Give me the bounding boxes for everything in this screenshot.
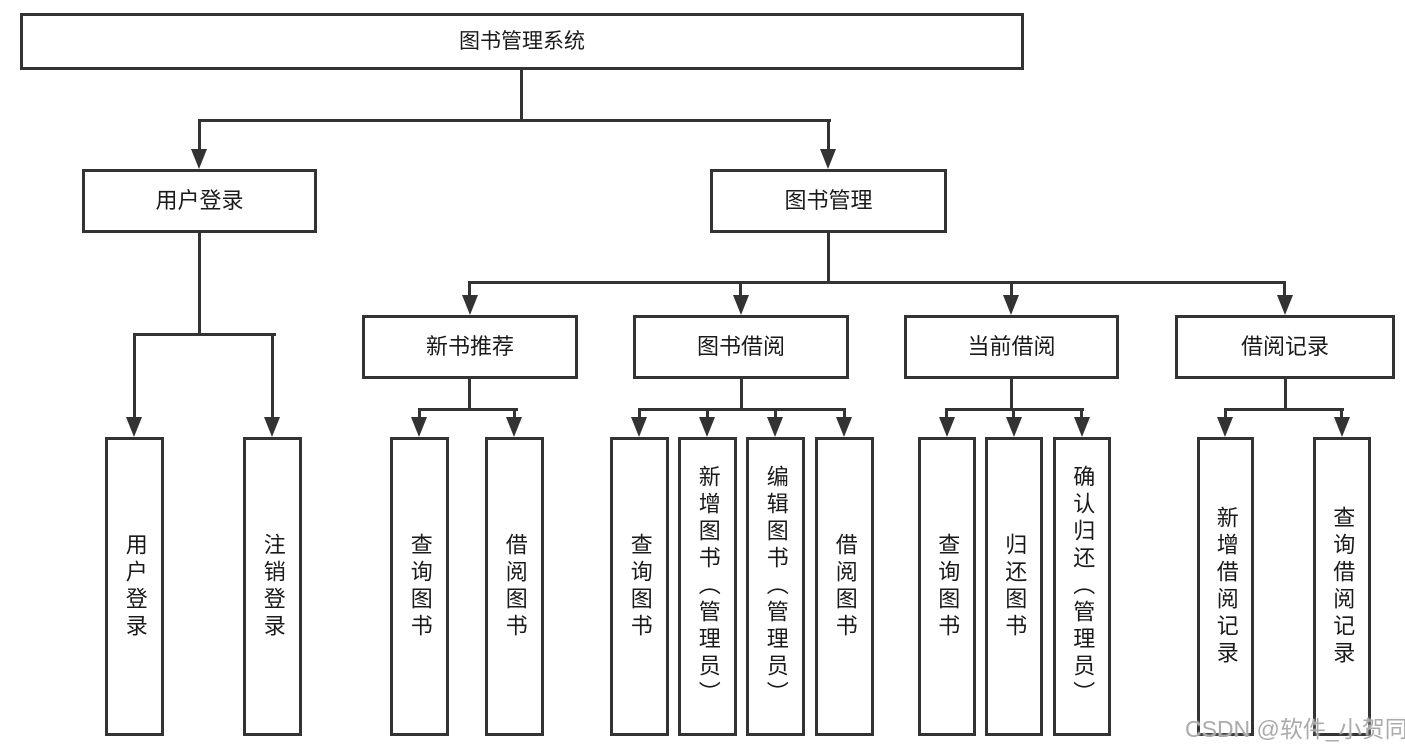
arrow-down-icon xyxy=(1003,295,1019,315)
connector-records-vline xyxy=(1284,377,1287,411)
leaf-label: 编辑图书（管理员） xyxy=(763,465,789,708)
connector-records-hline xyxy=(1224,408,1344,411)
connector-stem xyxy=(827,119,830,150)
arrow-down-icon xyxy=(264,417,280,437)
node-book-borrow: 图书借阅 xyxy=(633,315,849,379)
connector-userlogin-hline xyxy=(133,333,276,336)
arrow-down-icon xyxy=(699,417,715,437)
node-label: 图书借阅 xyxy=(696,333,785,359)
node-label: 借阅记录 xyxy=(1240,333,1329,359)
connector-root-vline xyxy=(520,69,523,120)
connector-stem xyxy=(513,408,516,419)
arrow-down-icon xyxy=(1006,417,1022,437)
leaf-add-borrow-record: 新增借阅记录 xyxy=(1197,437,1254,736)
connector-stem xyxy=(468,281,471,297)
arrow-down-icon xyxy=(506,417,522,437)
leaf-label: 用户登录 xyxy=(122,532,148,641)
connector-stem xyxy=(1080,408,1083,419)
leaf-label: 查询图书 xyxy=(407,532,433,641)
connector-bookmgmt-hline xyxy=(468,281,1286,284)
leaf-query-borrow-record: 查询借阅记录 xyxy=(1313,437,1371,736)
leaf-user-login: 用户登录 xyxy=(105,437,164,736)
leaf-query-books-1: 查询图书 xyxy=(390,437,449,736)
connector-userlogin-vline xyxy=(198,231,201,335)
node-book-management: 图书管理 xyxy=(710,169,947,233)
connector-borrow-hline xyxy=(638,408,846,411)
leaf-label: 注销登录 xyxy=(260,532,286,641)
arrow-down-icon xyxy=(411,417,427,437)
connector-stem xyxy=(133,333,136,417)
arrow-down-icon xyxy=(939,417,955,437)
leaf-label: 归还图书 xyxy=(1002,532,1028,641)
connector-stem xyxy=(638,408,641,419)
arrow-down-icon xyxy=(836,417,852,437)
leaf-query-books-2: 查询图书 xyxy=(610,437,669,736)
arrow-down-icon xyxy=(767,417,783,437)
connector-stem xyxy=(945,408,948,419)
leaf-borrow-books-2: 借阅图书 xyxy=(815,437,874,736)
connector-stem xyxy=(706,408,709,419)
leaf-label: 确认归还（管理员） xyxy=(1070,465,1096,708)
connector-stem xyxy=(1224,408,1227,419)
arrow-down-icon xyxy=(1334,417,1350,437)
arrow-down-icon xyxy=(733,295,749,315)
leaf-logout: 注销登录 xyxy=(243,437,302,736)
node-label: 图书管理系统 xyxy=(459,29,585,53)
arrow-down-icon xyxy=(1074,417,1090,437)
node-label: 用户登录 xyxy=(155,187,244,213)
leaf-label: 新增图书（管理员） xyxy=(695,465,721,708)
leaf-label: 借阅图书 xyxy=(502,532,528,641)
node-current-borrow: 当前借阅 xyxy=(904,315,1119,379)
connector-borrow-vline xyxy=(740,377,743,411)
connector-stem xyxy=(739,281,742,297)
connector-bookmgmt-vline xyxy=(827,231,830,283)
arrow-down-icon xyxy=(126,417,142,437)
leaf-label: 查询图书 xyxy=(627,532,653,641)
arrow-down-icon xyxy=(820,149,836,169)
connector-root-hline xyxy=(198,119,831,122)
node-label: 当前借阅 xyxy=(967,333,1056,359)
arrow-down-icon xyxy=(462,295,478,315)
leaf-confirm-return-admin: 确认归还（管理员） xyxy=(1053,437,1111,736)
leaf-edit-books-admin: 编辑图书（管理员） xyxy=(746,437,805,736)
connector-current-vline xyxy=(1010,377,1013,411)
leaf-label: 查询借阅记录 xyxy=(1330,505,1356,668)
leaf-add-books-admin: 新增图书（管理员） xyxy=(678,437,737,736)
leaf-borrow-books-1: 借阅图书 xyxy=(485,437,544,736)
connector-stem xyxy=(271,333,274,417)
connector-newbook-hline xyxy=(418,408,518,411)
connector-stem xyxy=(418,408,421,419)
connector-stem xyxy=(1012,408,1015,419)
connector-stem xyxy=(198,119,201,150)
leaf-label: 查询图书 xyxy=(935,532,961,641)
node-new-book-recommend: 新书推荐 xyxy=(362,315,578,379)
leaf-return-books: 归还图书 xyxy=(985,437,1043,736)
node-label: 新书推荐 xyxy=(425,333,514,359)
arrow-down-icon xyxy=(191,149,207,169)
connector-newbook-vline xyxy=(468,377,471,411)
leaf-query-books-3: 查询图书 xyxy=(918,437,976,736)
csdn-watermark: CSDN @软件_小贺同学 xyxy=(1185,716,1405,742)
node-user-login: 用户登录 xyxy=(82,169,317,233)
leaf-label: 借阅图书 xyxy=(832,532,858,641)
connector-stem xyxy=(774,408,777,419)
node-library-management-system: 图书管理系统 xyxy=(20,13,1024,70)
node-label: 图书管理 xyxy=(784,187,873,213)
connector-stem xyxy=(1283,281,1286,297)
connector-stem xyxy=(1010,281,1013,297)
arrow-down-icon xyxy=(631,417,647,437)
leaf-label: 新增借阅记录 xyxy=(1213,505,1239,668)
connector-stem xyxy=(1340,408,1343,419)
node-borrow-records: 借阅记录 xyxy=(1175,315,1395,379)
connector-stem xyxy=(843,408,846,419)
arrow-down-icon xyxy=(1277,295,1293,315)
arrow-down-icon xyxy=(1217,417,1233,437)
